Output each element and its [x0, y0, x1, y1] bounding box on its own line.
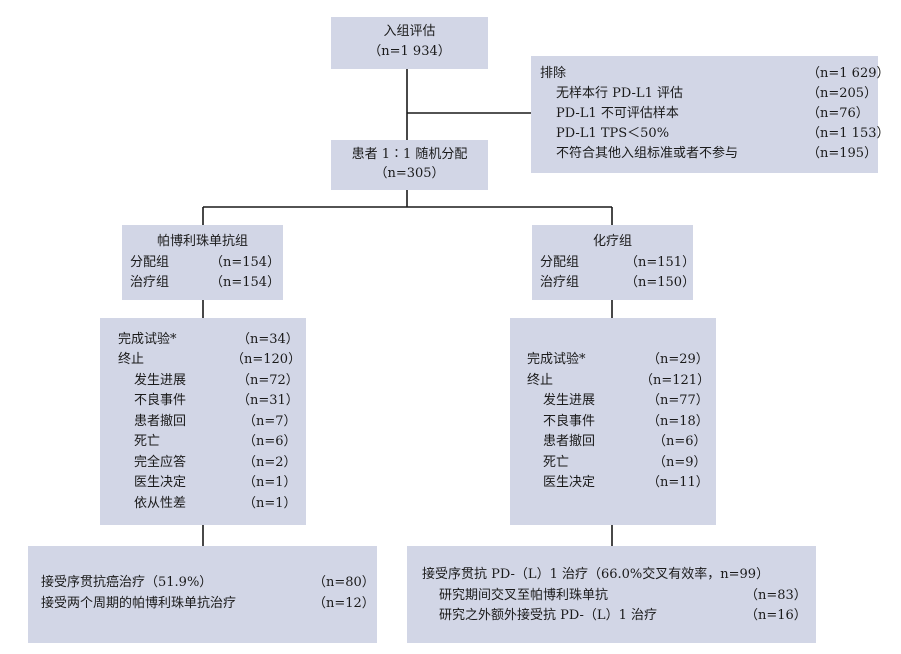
- pembro-complete-label: 完成试验*: [118, 332, 177, 347]
- pembro-follow-count: （n=12）: [313, 596, 375, 611]
- chemo-treated-label: 治疗组: [540, 275, 580, 290]
- exclude-item-label: 无样本行 PD-L1 评估: [556, 86, 683, 101]
- chemo-complete-label: 完成试验*: [527, 352, 586, 367]
- chemo-reason-count: （n=18）: [647, 414, 709, 429]
- pembro-assigned-label: 分配组: [130, 255, 170, 270]
- exclude-count: （n=1 629）: [807, 66, 890, 81]
- pembro-reason-label: 死亡: [134, 434, 161, 449]
- chemo-follow-header: 接受序贯抗 PD-（L）1 治疗（66.0%交叉有效率，n=99）: [422, 567, 770, 582]
- pembro-follow-label: 接受序贯抗癌治疗（51.9%）: [41, 575, 213, 590]
- random-box: 患者 1∶1 随机分配 （n=305）: [331, 140, 488, 190]
- pembro-follow-box: 接受序贯抗癌治疗（51.9%） （n=80） 接受两个周期的帕博利珠单抗治疗 （…: [28, 546, 377, 643]
- chemo-assigned-count: （n=151）: [625, 255, 696, 270]
- pembro-stop-label: 终止: [118, 352, 145, 367]
- exclude-box: 排除 （n=1 629） 无样本行 PD-L1 评估 （n=205） PD-L1…: [531, 56, 889, 173]
- pembro-reason-label: 发生进展: [134, 373, 187, 388]
- pembro-reason-label: 完全应答: [134, 455, 187, 470]
- exclude-item-count: （n=76）: [807, 106, 869, 121]
- exclude-item-count: （n=205）: [807, 86, 878, 101]
- chemo-follow-label: 研究期间交叉至帕博利珠单抗: [439, 588, 609, 603]
- enroll-title: 入组评估: [383, 24, 436, 39]
- pembro-group-box: 帕博利珠单抗组 分配组 （n=154） 治疗组 （n=154）: [122, 225, 283, 300]
- pembro-follow-label: 接受两个周期的帕博利珠单抗治疗: [41, 596, 237, 611]
- exclude-item-count: （n=195）: [807, 146, 878, 161]
- chemo-reason-label: 患者撤回: [543, 434, 596, 449]
- chemo-reason-label: 不良事件: [543, 414, 596, 429]
- chemo-treated-count: （n=150）: [625, 275, 696, 290]
- pembro-follow-count: （n=80）: [313, 575, 375, 590]
- pembro-reason-count: （n=7）: [243, 414, 297, 429]
- chemo-follow-count: （n=16）: [745, 608, 807, 623]
- pembro-reason-label: 患者撤回: [134, 414, 187, 429]
- chemo-reason-count: （n=11）: [647, 475, 709, 490]
- chemo-reason-count: （n=6）: [653, 434, 707, 449]
- pembro-reason-count: （n=1）: [243, 496, 297, 511]
- exclude-item-label: PD-L1 不可评估样本: [556, 106, 679, 121]
- chemo-reason-label: 医生决定: [543, 475, 596, 490]
- chemo-stop-count: （n=121）: [640, 373, 711, 388]
- pembro-stop-count: （n=120）: [231, 352, 302, 367]
- pembro-reason-label: 医生决定: [134, 475, 187, 490]
- chemo-follow-box: 接受序贯抗 PD-（L）1 治疗（66.0%交叉有效率，n=99） 研究期间交叉…: [407, 546, 816, 643]
- exclude-title: 排除: [540, 66, 567, 81]
- chemo-reason-label: 发生进展: [543, 393, 596, 408]
- pembro-reason-label: 依从性差: [134, 496, 187, 511]
- pembro-reason-count: （n=6）: [243, 434, 297, 449]
- chemo-complete-count: （n=29）: [647, 352, 709, 367]
- pembro-group-title: 帕博利珠单抗组: [156, 234, 248, 249]
- chemo-stop-label: 终止: [527, 373, 554, 388]
- chemo-group-box: 化疗组 分配组 （n=151） 治疗组 （n=150）: [532, 225, 696, 300]
- pembro-treated-count: （n=154）: [210, 275, 281, 290]
- pembro-reason-count: （n=1）: [243, 475, 297, 490]
- pembro-reason-label: 不良事件: [134, 393, 187, 408]
- pembro-reason-count: （n=2）: [243, 455, 297, 470]
- pembro-reason-count: （n=31）: [237, 393, 299, 408]
- chemo-reason-count: （n=77）: [647, 393, 709, 408]
- enroll-box: 入组评估 （n=1 934）: [331, 17, 488, 69]
- enroll-count: （n=1 934）: [368, 44, 451, 59]
- chemo-reason-count: （n=9）: [653, 455, 707, 470]
- pembro-complete-count: （n=34）: [237, 332, 299, 347]
- exclude-item-label: PD-L1 TPS＜50%: [556, 126, 670, 141]
- pembro-reason-count: （n=72）: [237, 373, 299, 388]
- chemo-outcome-box: 完成试验* （n=29） 终止 （n=121） 发生进展 （n=77） 不良事件…: [510, 318, 716, 525]
- pembro-outcome-box: 完成试验* （n=34） 终止 （n=120） 发生进展 （n=72） 不良事件…: [100, 318, 306, 525]
- pembro-assigned-count: （n=154）: [210, 255, 281, 270]
- chemo-group-title: 化疗组: [592, 234, 632, 249]
- chemo-follow-label: 研究之外额外接受抗 PD-（L）1 治疗: [439, 608, 657, 623]
- exclude-item-label: 不符合其他入组标准或者不参与: [556, 146, 739, 161]
- chemo-assigned-label: 分配组: [540, 255, 580, 270]
- chemo-follow-count: （n=83）: [745, 588, 807, 603]
- random-count: （n=305）: [374, 166, 445, 181]
- exclude-item-count: （n=1 153）: [807, 126, 890, 141]
- pembro-treated-label: 治疗组: [130, 275, 170, 290]
- chemo-reason-label: 死亡: [543, 455, 570, 470]
- random-title: 患者 1∶1 随机分配: [351, 147, 468, 162]
